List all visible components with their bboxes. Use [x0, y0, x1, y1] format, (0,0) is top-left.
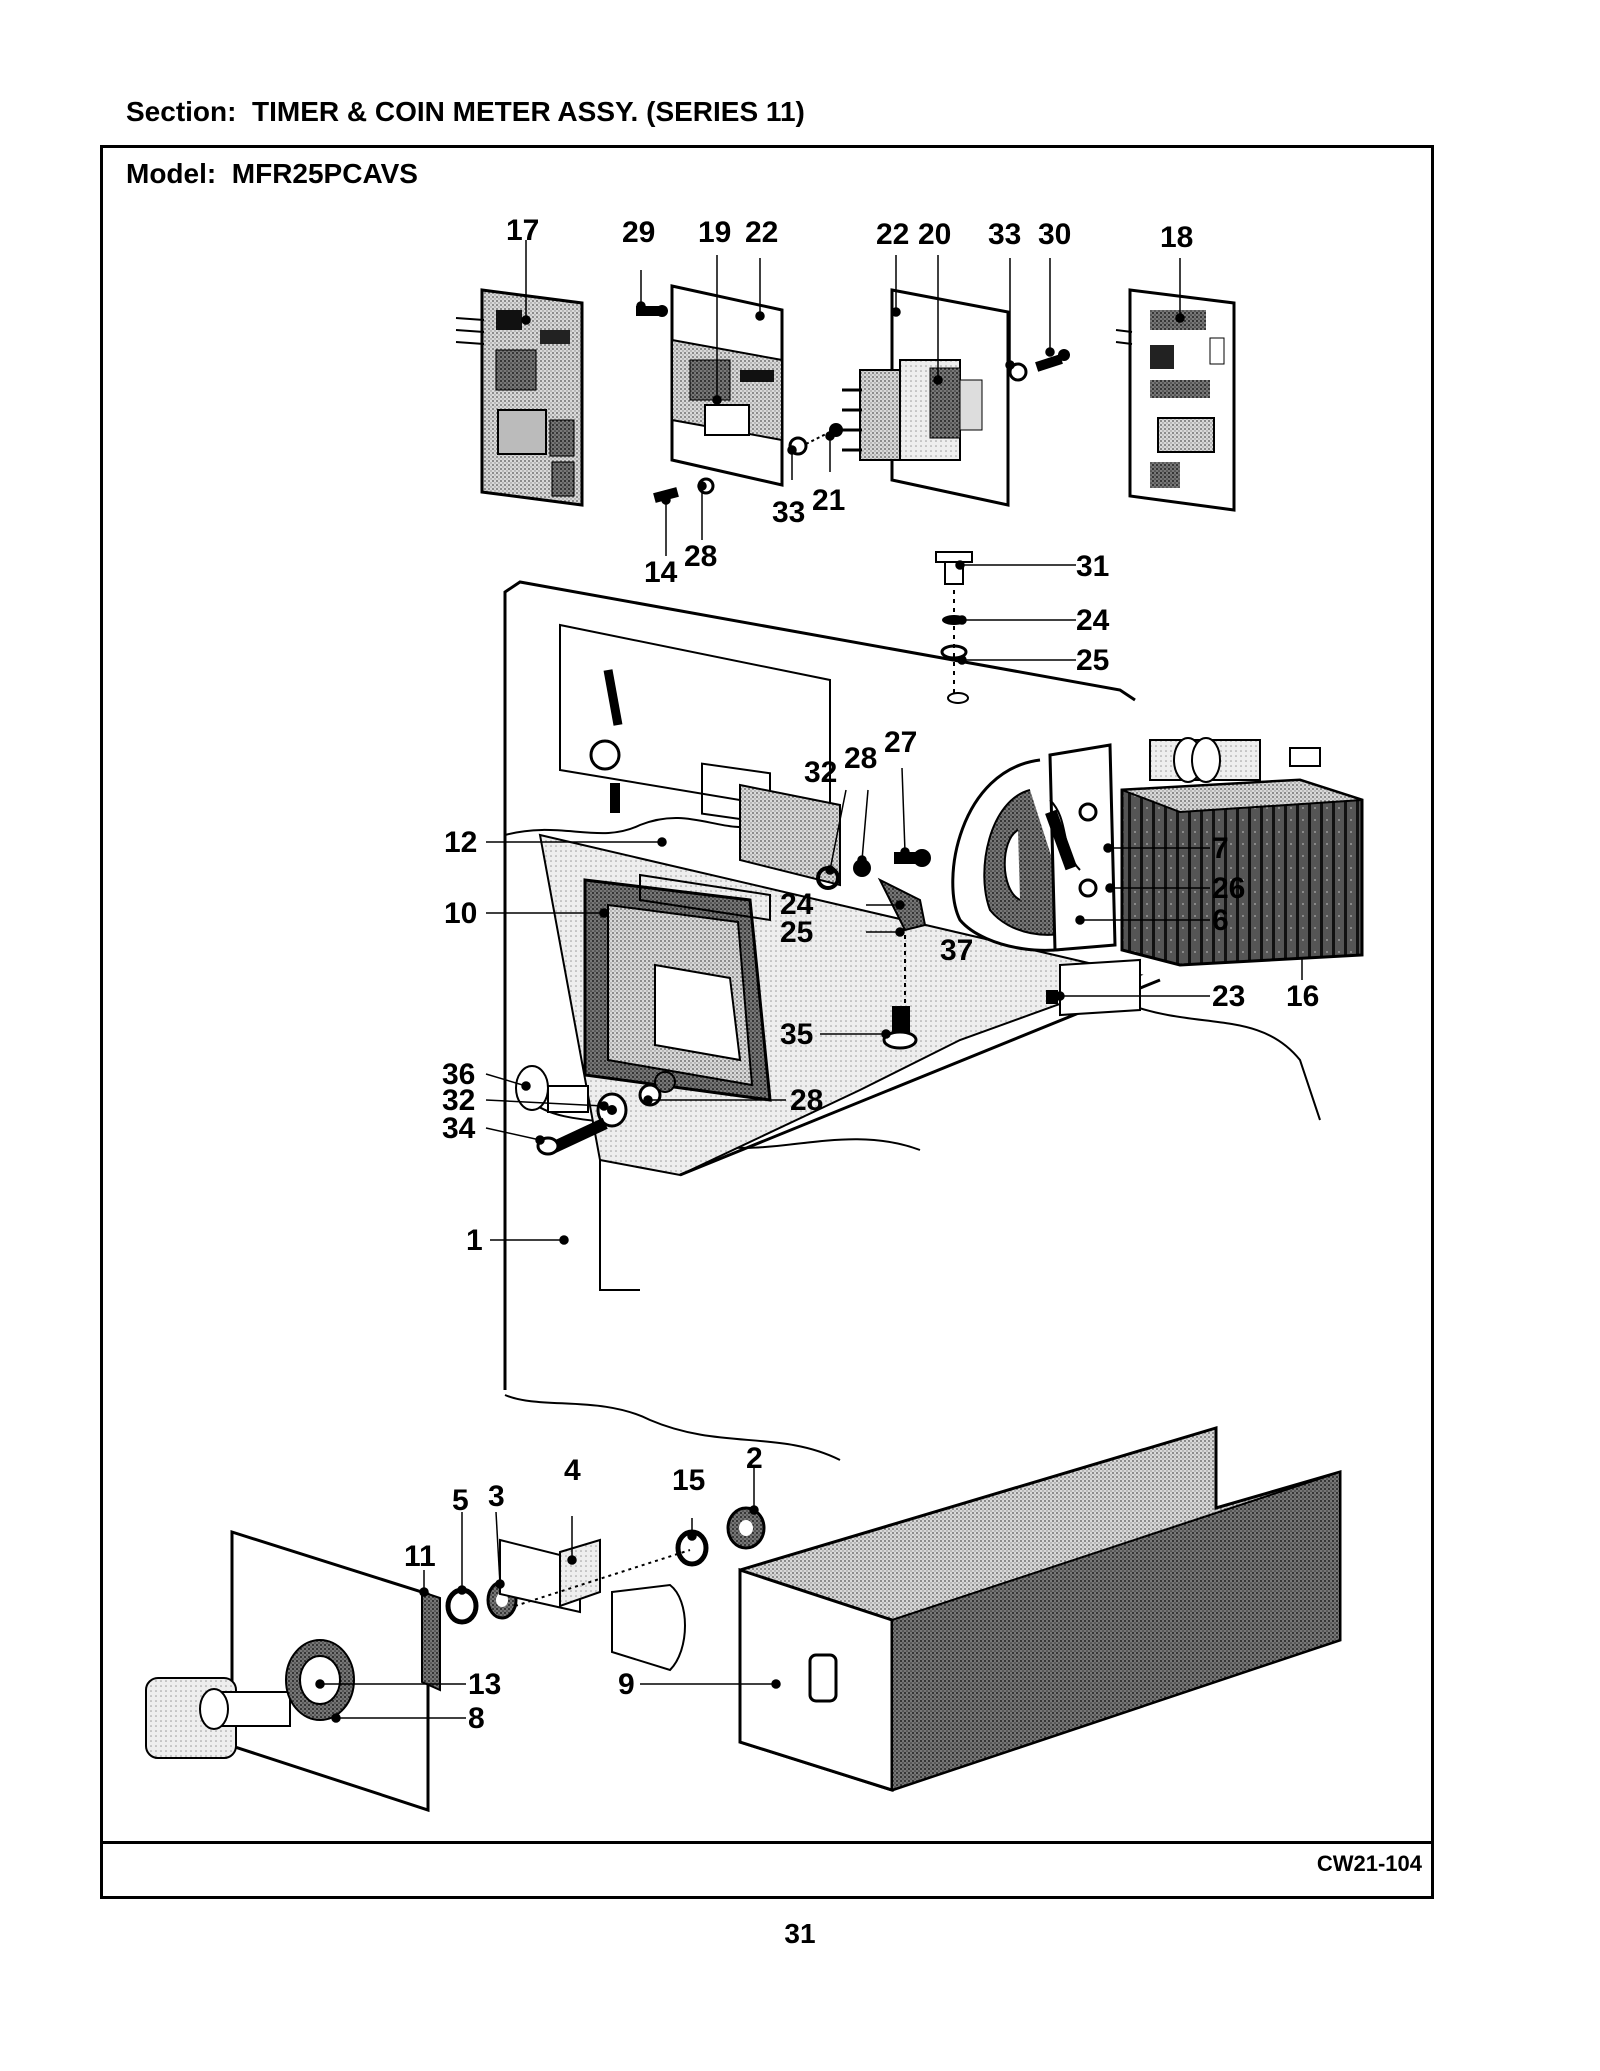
callout-19: 19 [698, 216, 731, 249]
part-19-timer-board [670, 284, 784, 487]
part-9-coin-box [738, 1425, 1342, 1793]
callout-20: 20 [918, 218, 951, 251]
callout-26: 26 [1212, 872, 1245, 905]
callout-8: 8 [468, 1702, 485, 1735]
callout-35: 35 [780, 1018, 813, 1051]
callout-36: 36 [442, 1058, 475, 1091]
part-10-coin-meter-frame [583, 873, 772, 1102]
callout-25: 25 [780, 916, 813, 949]
callout-32: 32 [442, 1084, 475, 1117]
screw-29-left [636, 305, 668, 317]
callout-5: 5 [452, 1484, 469, 1517]
callout-14: 14 [644, 556, 678, 589]
fastener-36-32-34-28 [515, 1065, 676, 1156]
part-6-timer-dial [951, 743, 1117, 952]
callout-37: 37 [940, 934, 973, 967]
callout-13: 13 [468, 1668, 501, 1701]
washer-33-right [1008, 362, 1028, 382]
callout-4: 4 [564, 1454, 581, 1487]
callout-3: 3 [488, 1480, 505, 1513]
callout-21: 21 [812, 484, 845, 517]
callout-11: 11 [404, 1540, 436, 1573]
diagram-frame [100, 145, 1434, 1899]
part-23-bracket [1046, 958, 1141, 1017]
callout-24: 24 [780, 888, 814, 921]
callout-33: 33 [772, 496, 805, 529]
callout-31: 28 [684, 540, 717, 573]
fastener-stack-30-24-25 [935, 551, 973, 704]
callout-29: 30 [1038, 218, 1071, 251]
callout-18: 18 [1160, 221, 1193, 254]
section-title: Section: TIMER & COIN METER ASSY. (SERIE… [126, 96, 805, 127]
callout-17: 17 [506, 214, 539, 247]
callout-28: 28 [844, 742, 877, 775]
footer-divider [100, 1841, 1434, 1844]
callout-33: 33 [988, 218, 1021, 251]
part-17-control-board [455, 288, 584, 507]
model-title: Model: MFR25PCAVS [126, 158, 418, 189]
page-number: 31 [784, 1918, 816, 1949]
callout-30: 31 [1076, 550, 1109, 583]
callout-6: 6 [1212, 904, 1229, 937]
callout-29: 29 [622, 216, 655, 249]
part-20-relay-board [842, 288, 1010, 507]
drawing-code: CW21-104 [1316, 1851, 1422, 1876]
callout-10: 10 [444, 897, 477, 930]
callout-24: 24 [1076, 604, 1110, 637]
part-16-timer-motor [1120, 737, 1364, 967]
callout-22: 22 [876, 218, 909, 251]
callout-7: 7 [1212, 832, 1229, 865]
screw-35 [882, 1006, 918, 1050]
callout-15: 15 [672, 1464, 705, 1497]
part-18-display-board [1115, 288, 1236, 512]
callout-labels: 17 29 19 22 22 20 33 30 18 33 21 14 28 3… [404, 214, 1319, 1735]
callout-25: 25 [1076, 644, 1109, 677]
fastener-27-32-28 [816, 849, 931, 1005]
callout-16: 16 [1286, 980, 1319, 1013]
callout-34: 34 [442, 1112, 476, 1145]
callout-27: 27 [884, 726, 917, 759]
callout-2: 2 [746, 1442, 763, 1475]
callout-9: 9 [618, 1668, 635, 1701]
screw-29-right [1035, 349, 1070, 372]
callout-12: 12 [444, 826, 477, 859]
callout-22: 22 [745, 216, 778, 249]
part-1-console-panel [503, 580, 1136, 1461]
part-4-cam-bracket [499, 1538, 691, 1672]
callout-23: 23 [1212, 980, 1245, 1013]
leader-lines [315, 240, 1303, 1723]
callout-28: 28 [790, 1084, 823, 1117]
callout-1: 1 [466, 1224, 483, 1257]
hardware-15-2 [675, 1506, 766, 1567]
washers-33-21 [788, 423, 843, 456]
callout-32: 32 [804, 756, 837, 789]
